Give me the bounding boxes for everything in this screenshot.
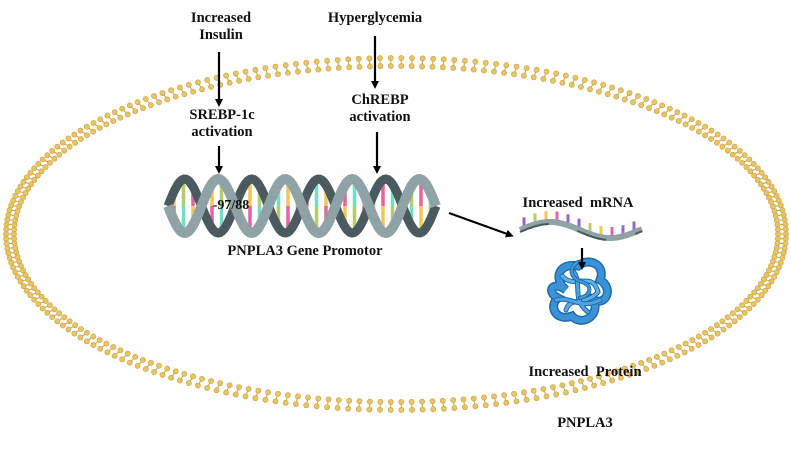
label-line: activation xyxy=(330,109,430,126)
label-line: SREBP-1c xyxy=(172,107,272,124)
label-line: PNPLA3 xyxy=(510,415,660,432)
label-line: Insulin xyxy=(176,27,266,44)
label-srebp-activation: SREBP-1c activation xyxy=(172,107,272,141)
diagram-canvas xyxy=(0,0,791,422)
label-line: activation xyxy=(172,124,272,141)
label-line: Increased xyxy=(176,10,266,27)
label-chrebp-activation: ChREBP activation xyxy=(330,92,430,126)
label-line: ChREBP xyxy=(330,92,430,109)
protein-icon xyxy=(552,262,608,320)
label-increased-mrna: Increased mRNA xyxy=(508,195,648,212)
label-increased-protein: Increased Protein PNPLA3 xyxy=(510,330,660,449)
label-gene-promoter: PNPLA3 Gene Promotor xyxy=(205,243,405,260)
label-increased-insulin: Increased Insulin xyxy=(176,10,266,44)
arrow-promoter-to-mrna xyxy=(449,213,510,235)
label-line: Increased Protein xyxy=(510,364,660,381)
mrna-strand-icon xyxy=(520,211,642,240)
label-promoter-site: -97/88 xyxy=(206,197,256,214)
label-hyperglycemia: Hyperglycemia xyxy=(310,10,440,27)
